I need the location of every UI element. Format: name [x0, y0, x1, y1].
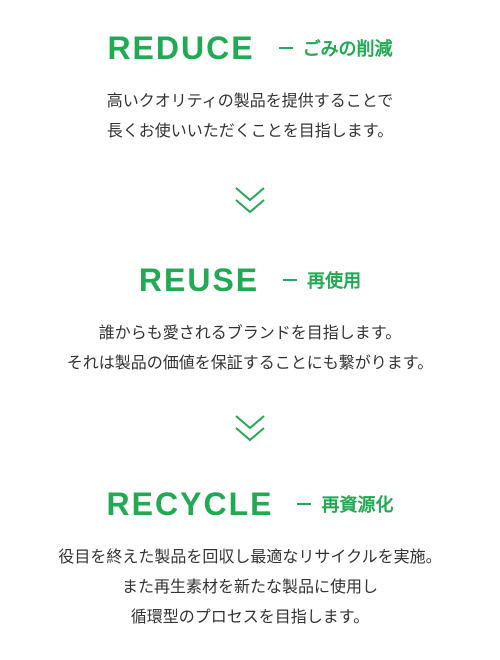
double-chevron-down-icon [232, 410, 268, 446]
double-chevron-down-icon [232, 182, 268, 218]
section-description: 役目を終えた製品を回収し最適なリサイクルを実施。 また再生素材を新たな製品に使用… [0, 542, 500, 632]
section-title-en: REUSE [138, 261, 260, 298]
section-title-jp: ごみの削減 [302, 39, 393, 60]
section-description: 高いクオリティの製品を提供することで 長くお使いいただくことを目指します。 [0, 86, 500, 146]
heading-dash [283, 279, 298, 281]
section-recycle: RECYCLE 再資源化 役目を終えた製品を回収し最適なリサイクルを実施。 また… [0, 484, 500, 632]
section-title-jp: 再資源化 [321, 495, 394, 516]
description-line: また再生素材を新たな製品に使用し [121, 577, 378, 596]
section-title-jp: 再使用 [307, 271, 362, 292]
section-heading: RECYCLE 再資源化 [0, 484, 500, 524]
section-title-en: RECYCLE [106, 485, 274, 522]
section-heading: REUSE 再使用 [0, 260, 500, 300]
section-heading: REDUCE ごみの削減 [0, 28, 500, 68]
description-line: 高いクオリティの製品を提供することで [106, 91, 394, 110]
section-reuse: REUSE 再使用 誰からも愛されるブランドを目指します。 それは製品の価値を保… [0, 260, 500, 378]
section-title-en: REDUCE [107, 29, 255, 66]
section-reduce: REDUCE ごみの削減 高いクオリティの製品を提供することで 長くお使いいただ… [0, 28, 500, 146]
description-line: 誰からも愛されるブランドを目指します。 [98, 323, 402, 342]
section-description: 誰からも愛されるブランドを目指します。 それは製品の価値を保証することにも繋がり… [0, 318, 500, 378]
description-line: それは製品の価値を保証することにも繋がります。 [66, 353, 434, 372]
description-line: 長くお使いいただくことを目指します。 [106, 121, 394, 140]
heading-dash [278, 47, 293, 49]
description-line: 役目を終えた製品を回収し最適なリサイクルを実施。 [58, 547, 442, 566]
description-line: 循環型のプロセスを目指します。 [130, 607, 370, 626]
heading-dash [297, 503, 312, 505]
